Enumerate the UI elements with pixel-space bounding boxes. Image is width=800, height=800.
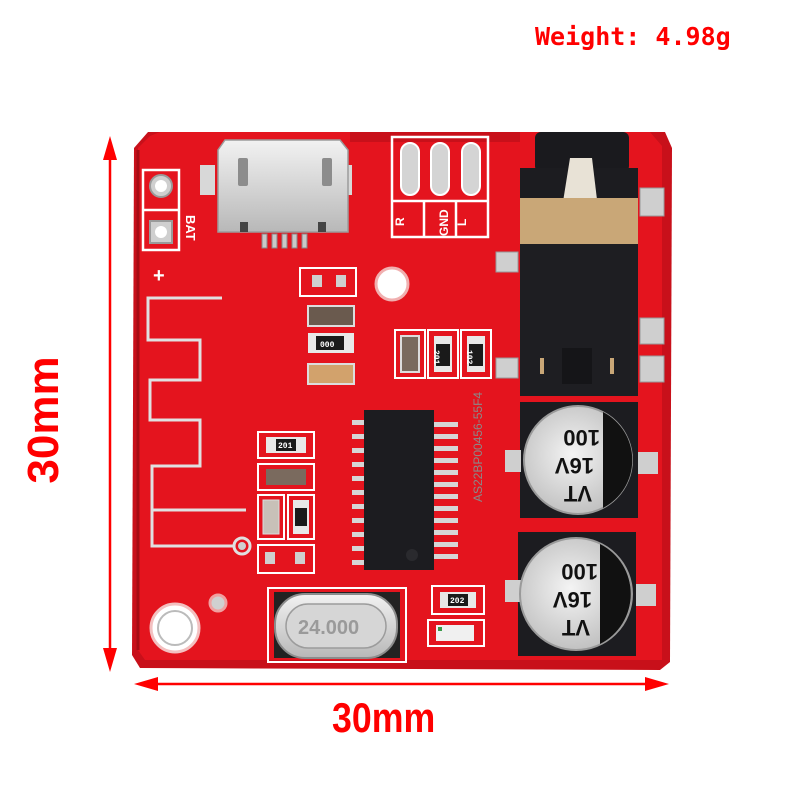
capacitor-series: VT [561, 615, 590, 640]
resistor-marking: 201 [278, 442, 293, 451]
width-dimension-label: 30mm [332, 694, 436, 741]
plus-sign: + [153, 265, 165, 287]
crystal-oscillator: 24.000 [267, 587, 407, 663]
vertical-dimension-arrow [103, 136, 117, 672]
status-led-area: 202 [427, 585, 485, 647]
pcb-antenna [146, 296, 252, 556]
resistor-marking: 102 [464, 350, 473, 365]
weight-label: Weight: 4.98g [535, 22, 731, 51]
main-ic-chip: AS22BP00456-55F4 [352, 392, 485, 570]
capacitor-top: VT 16V 100 [505, 402, 658, 518]
resistor-marking: 202 [450, 597, 465, 606]
led [436, 625, 474, 641]
resistor-marking: 000 [320, 341, 335, 350]
capacitor-value: 100 [563, 425, 600, 450]
ic-marking: AS22BP00456-55F4 [471, 392, 485, 502]
audio-output-pads: R GND L [390, 135, 490, 239]
bottom-mounting-hole [149, 593, 228, 654]
mounting-hole [374, 266, 410, 302]
horizontal-dimension-arrow [134, 677, 669, 691]
audio-jack [495, 132, 665, 396]
capacitor-series: VT [563, 481, 592, 506]
resistor-marking: 201 [431, 350, 440, 365]
crystal-marking: 24.000 [298, 617, 359, 639]
pad-label-l: L [455, 219, 469, 226]
capacitor-value: 100 [561, 559, 598, 584]
battery-header: BAT + [141, 168, 198, 287]
passive-components-left: 000 201 102 201 [257, 267, 492, 574]
height-dimension-label: 30mm [19, 356, 68, 484]
capacitor-voltage: 16V [553, 587, 592, 612]
pad-label-r: R [393, 217, 407, 226]
bat-label: BAT [183, 215, 198, 241]
pad-label-gnd: GND [437, 209, 451, 236]
capacitor-voltage: 16V [555, 453, 594, 478]
capacitor-bottom: VT 16V 100 [505, 532, 656, 656]
micro-usb-port [200, 139, 352, 249]
